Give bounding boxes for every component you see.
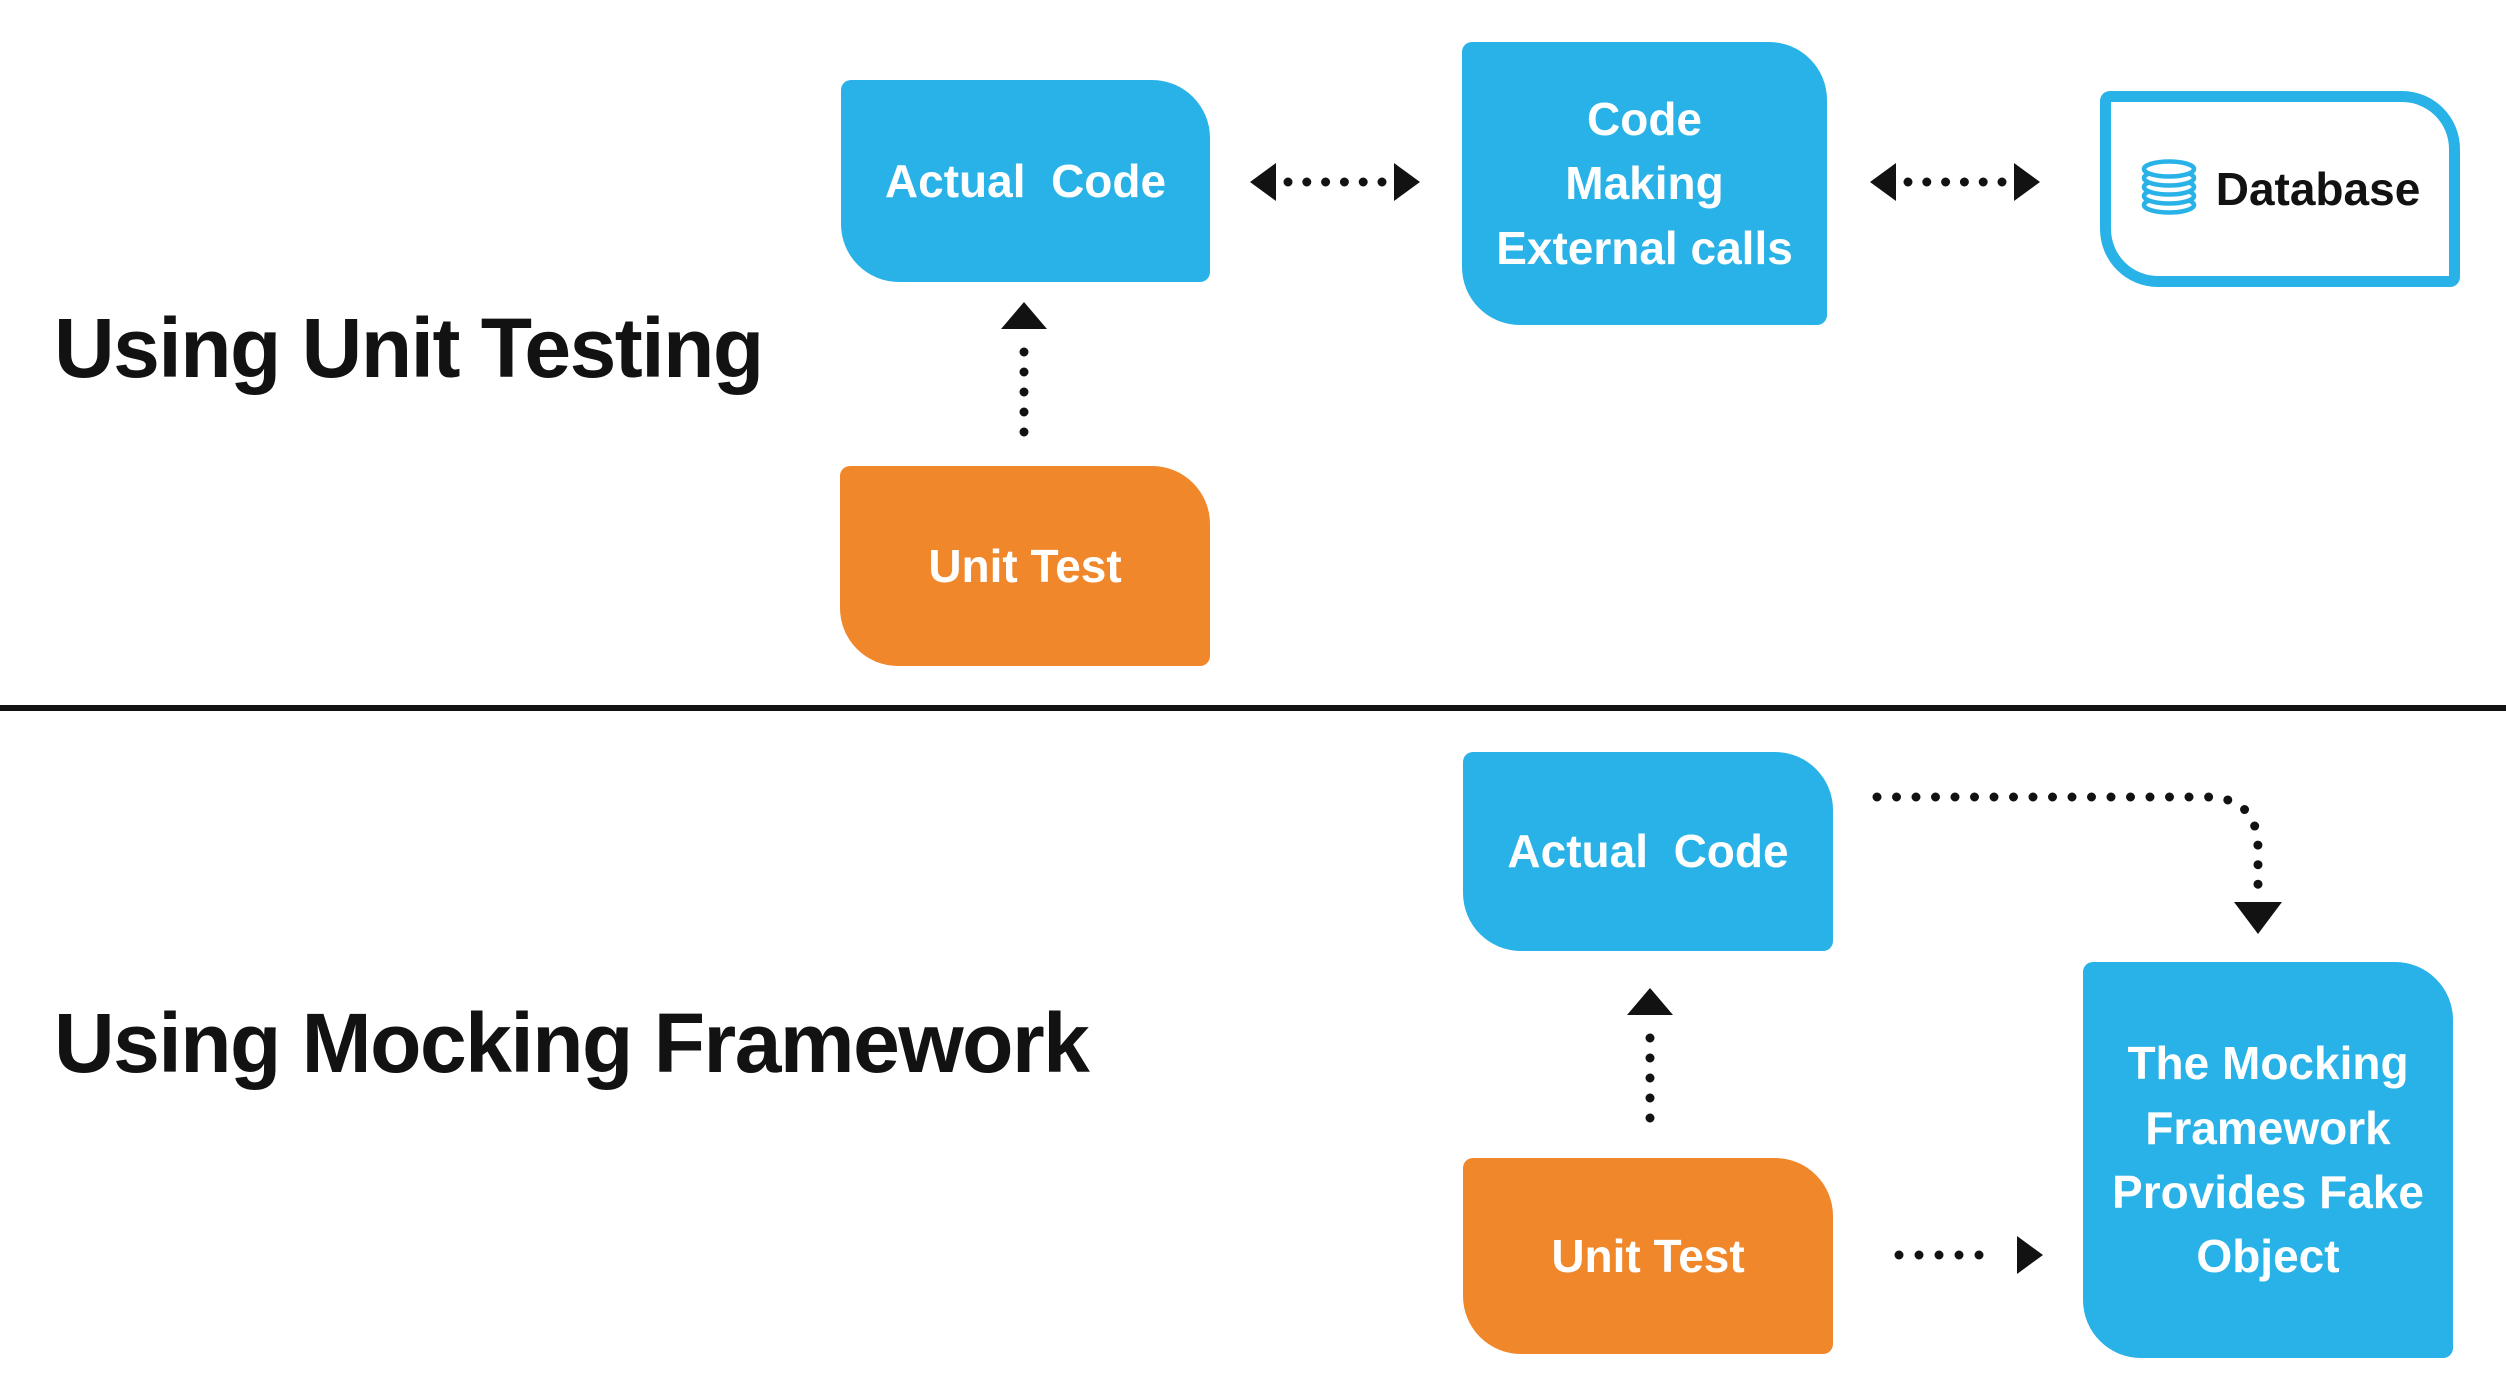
unit-test-label-top: Unit Test [928, 539, 1122, 592]
unit-test-box-top: Unit Test [840, 466, 1210, 666]
unit-test-box-bottom: Unit Test [1463, 1158, 1833, 1354]
actual-code-label-top: Actual Code [884, 154, 1167, 207]
external-calls-box: Code Making External calls [1462, 42, 1827, 325]
section-divider [0, 705, 2506, 711]
section-title-mocking-framework: Using Mocking Framework [54, 996, 1090, 1090]
actual-code-box-bottom: Actual Code [1463, 752, 1833, 951]
section-title-unit-testing: Using Unit Testing [54, 301, 764, 395]
unit-test-label-bottom: Unit Test [1551, 1229, 1745, 1282]
database-box: Database [2100, 91, 2460, 287]
external-calls-label: Code Making External calls [1496, 92, 1793, 274]
mocking-framework-box: The Mocking Framework Provides Fake Obje… [2083, 962, 2453, 1358]
double-arrow-external-database-icon [1870, 160, 2040, 204]
database-cylinder-icon [2140, 158, 2198, 220]
mocking-framework-label: The Mocking Framework Provides Fake Obje… [2112, 1037, 2424, 1283]
up-arrow-unittest-actualcode-bottom-icon [1626, 988, 1674, 1140]
database-label: Database [2215, 162, 2421, 215]
up-arrow-unittest-actualcode-icon [1000, 302, 1048, 454]
actual-code-box-top: Actual Code [841, 80, 1210, 282]
double-arrow-code-external-icon [1250, 160, 1420, 204]
curved-arrow-actualcode-mocking-icon [1870, 775, 2290, 947]
right-arrow-unittest-mocking-icon [1893, 1233, 2043, 1277]
actual-code-label-bottom: Actual Code [1507, 825, 1789, 878]
